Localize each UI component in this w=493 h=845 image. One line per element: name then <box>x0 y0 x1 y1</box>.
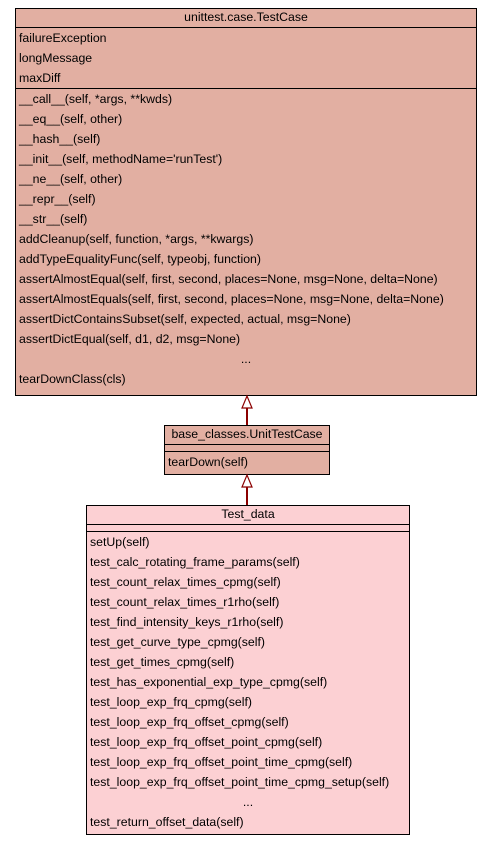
method-row: test_loop_exp_frq_offset_point_time_cpmg… <box>90 775 390 789</box>
class-box-unittestcase: base_classes.UnitTestCase tearDown(self) <box>164 425 330 475</box>
method-row: test_find_intensity_keys_r1rho(self) <box>90 615 284 629</box>
method-row: test_get_times_cpmg(self) <box>90 655 235 669</box>
method-row: assertDictEqual(self, d1, d2, msg=None) <box>19 332 241 346</box>
attribute-row: maxDiff <box>19 71 61 85</box>
method-row: test_return_offset_data(self) <box>90 815 244 829</box>
method-row: setUp(self) <box>90 535 150 549</box>
attributes-section-testdata <box>87 525 409 532</box>
method-row: test_loop_exp_frq_cpmg(self) <box>90 695 252 709</box>
method-row: __ne__(self, other) <box>19 172 123 186</box>
method-row: test_count_relax_times_cpmg(self) <box>90 575 281 589</box>
method-row: __hash__(self) <box>19 132 101 146</box>
method-row: assertDictContainsSubset(self, expected,… <box>19 312 351 326</box>
class-title-testcase: unittest.case.TestCase <box>16 9 476 28</box>
method-row: test_loop_exp_frq_offset_cpmg(self) <box>90 715 289 729</box>
attributes-section-testcase: failureException longMessage maxDiff <box>16 28 476 89</box>
method-row: test_calc_rotating_frame_params(self) <box>90 555 300 569</box>
method-row: test_loop_exp_frq_offset_point_cpmg(self… <box>90 735 323 749</box>
method-row: tearDown(self) <box>168 455 248 469</box>
method-row: test_get_curve_type_cpmg(self) <box>90 635 265 649</box>
method-row: test_loop_exp_frq_offset_point_time_cpmg… <box>90 755 353 769</box>
method-row: tearDownClass(cls) <box>19 372 126 386</box>
methods-section-unittestcase: tearDown(self) <box>165 452 329 472</box>
class-title-testdata: Test_data <box>87 506 409 525</box>
attribute-row: failureException <box>19 31 107 45</box>
method-row: __eq__(self, other) <box>19 112 123 126</box>
method-row: test_has_exponential_exp_type_cpmg(self) <box>90 675 328 689</box>
ellipsis-row: ... <box>242 795 254 809</box>
class-title-unittestcase: base_classes.UnitTestCase <box>165 426 329 445</box>
inheritance-edge-testdata-to-unittestcase <box>241 473 253 505</box>
inheritance-edge-unittestcase-to-testcase <box>241 394 253 425</box>
method-row: assertAlmostEqual(self, first, second, p… <box>19 272 438 286</box>
method-row: __repr__(self) <box>19 192 96 206</box>
method-row: assertAlmostEquals(self, first, second, … <box>19 292 444 306</box>
method-row: addCleanup(self, function, *args, **kwar… <box>19 232 254 246</box>
method-row: __str__(self) <box>19 212 88 226</box>
method-row: __call__(self, *args, **kwds) <box>19 92 173 106</box>
methods-section-testdata: setUp(self) test_calc_rotating_frame_par… <box>87 532 409 832</box>
method-row: addTypeEqualityFunc(self, typeobj, funct… <box>19 252 261 266</box>
method-row: __init__(self, methodName='runTest') <box>19 152 223 166</box>
method-row: test_count_relax_times_r1rho(self) <box>90 595 280 609</box>
class-box-testdata: Test_data setUp(self) test_calc_rotating… <box>86 505 410 835</box>
class-box-testcase: unittest.case.TestCase failureException … <box>15 8 477 396</box>
attribute-row: longMessage <box>19 51 93 65</box>
methods-section-testcase: __call__(self, *args, **kwds) __eq__(sel… <box>16 89 476 389</box>
attributes-section-unittestcase <box>165 445 329 452</box>
ellipsis-row: ... <box>240 352 252 366</box>
